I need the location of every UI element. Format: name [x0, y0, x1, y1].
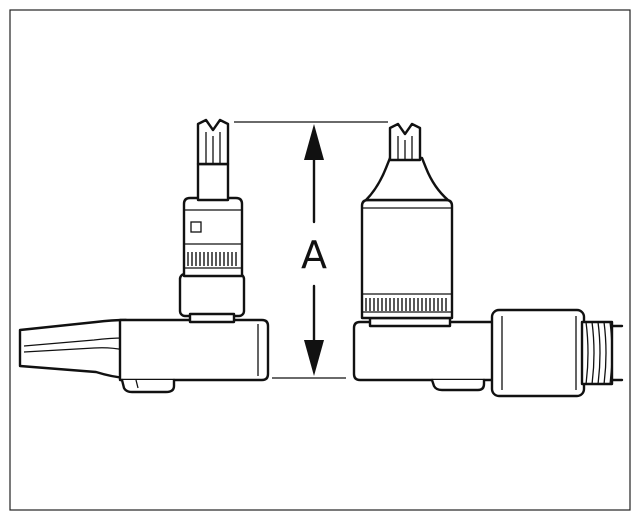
thread-rings	[585, 321, 613, 385]
right-socket-body	[360, 198, 454, 320]
right-bit-neck	[364, 156, 450, 202]
left-torx-bit	[196, 118, 230, 202]
right-socket-knurl	[365, 298, 447, 311]
dimension-arrow-down	[304, 340, 324, 376]
left-ratchet-assembly	[18, 118, 270, 394]
left-socket-body	[182, 196, 244, 278]
right-torx-bit	[388, 122, 422, 162]
left-socket-knurl	[187, 252, 237, 266]
right-threaded-end	[580, 320, 624, 386]
right-ratchet-assembly	[352, 122, 624, 398]
dimension-arrow-up	[304, 124, 324, 160]
left-ratchet-head	[118, 318, 270, 394]
left-socket-base	[178, 272, 246, 324]
dimension-label: A	[301, 233, 327, 277]
figure-border	[9, 9, 631, 511]
right-ratchet-head	[352, 320, 496, 392]
right-handle-connector	[490, 308, 586, 398]
dimension-a: A	[234, 121, 388, 379]
